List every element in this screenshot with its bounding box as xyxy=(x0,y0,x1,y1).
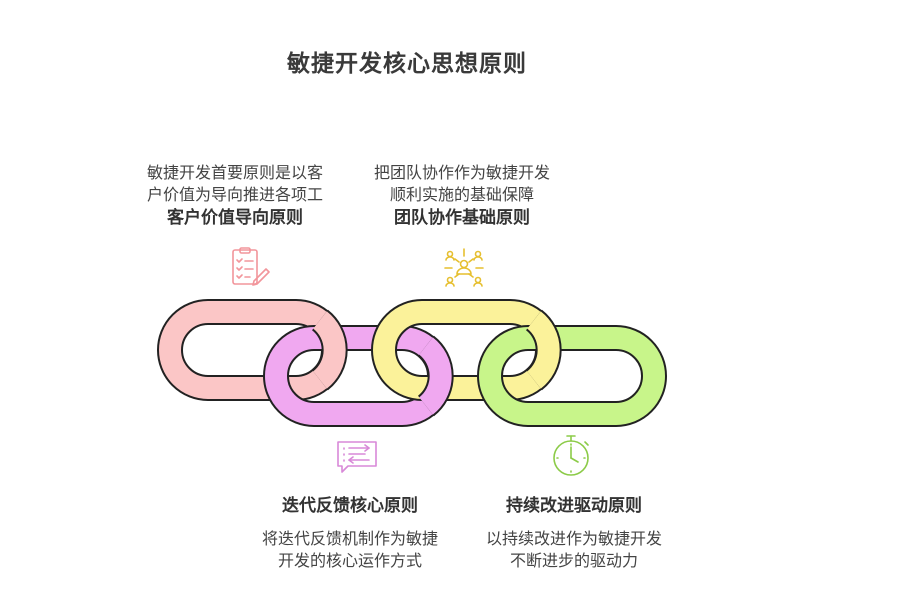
principle-heading: 团队协作基础原则 xyxy=(394,208,530,228)
principle-description-line: 敏捷开发首要原则是以客 xyxy=(146,163,323,182)
stopwatch-icon xyxy=(553,435,589,476)
feedback-chat-icon xyxy=(337,441,377,473)
principle-description-line: 把团队协作作为敏捷开发 xyxy=(373,163,550,182)
principle-description-line: 开发的核心运作方式 xyxy=(277,551,422,570)
principle-continuous-improvement: 持续改进驱动原则 以持续改进作为敏捷开发 不断进步的驱动力 xyxy=(444,494,704,572)
principle-heading: 持续改进驱动原则 xyxy=(506,496,642,516)
principle-description-line: 将迭代反馈机制作为敏捷 xyxy=(261,529,438,548)
principle-description-line: 以持续改进作为敏捷开发 xyxy=(485,529,662,548)
team-network-icon xyxy=(444,248,484,287)
principle-description-line: 顺利实施的基础保障 xyxy=(389,185,534,204)
diagram-title: 敏捷开发核心思想原则 xyxy=(287,51,527,77)
chain-link-continuous-improvement-fill xyxy=(479,327,665,425)
principle-description-line: 户价值为导向推进各项工 xyxy=(146,185,323,204)
principle-customer-value: 敏捷开发首要原则是以客 户价值为导向推进各项工 客户价值导向原则 xyxy=(105,162,365,230)
principle-heading: 客户价值导向原则 xyxy=(167,208,303,228)
principle-heading: 迭代反馈核心原则 xyxy=(282,496,418,516)
checklist-pencil-icon xyxy=(232,247,270,286)
principle-description-line: 不断进步的驱动力 xyxy=(509,551,638,570)
principle-team-collaboration: 把团队协作作为敏捷开发 顺利实施的基础保障 团队协作基础原则 xyxy=(332,162,592,230)
principle-iterative-feedback: 迭代反馈核心原则 将迭代反馈机制作为敏捷 开发的核心运作方式 xyxy=(220,494,480,572)
